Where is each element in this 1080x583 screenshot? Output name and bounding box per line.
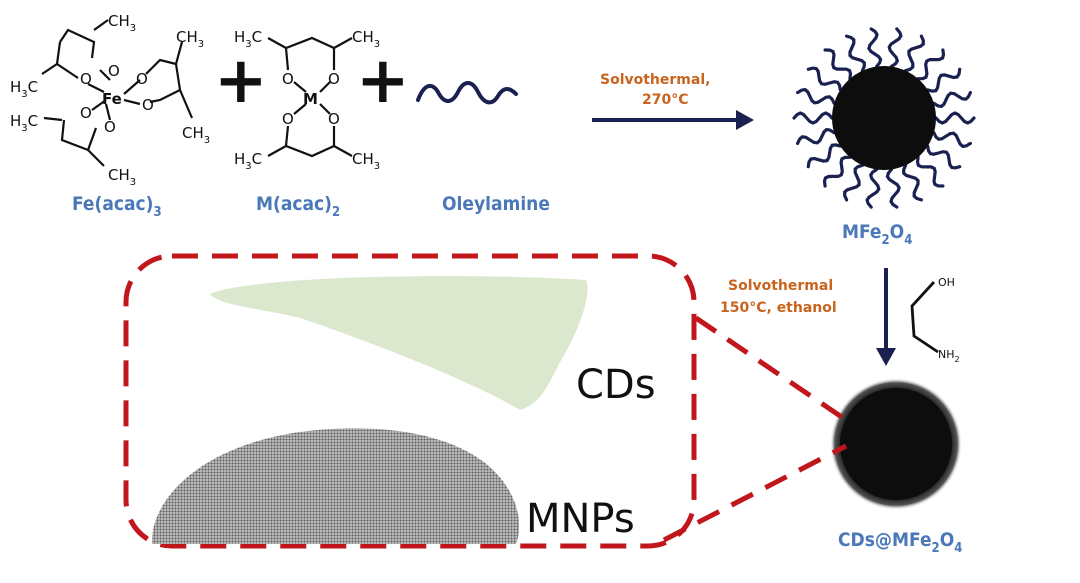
step2-condition-line1: Solvothermal <box>728 278 833 294</box>
fe-oxygen-6: O <box>104 118 116 136</box>
oleylamine-ligand <box>932 91 972 109</box>
fe-methyl-top: CH3 <box>108 12 136 34</box>
oleylamine-ligand <box>796 127 836 145</box>
m-oxygen-1: O <box>282 70 294 88</box>
oleylamine-chain-icon <box>416 81 518 105</box>
fe-methyl-bottom: CH3 <box>108 166 136 188</box>
oleylamine-ligand <box>934 111 976 125</box>
oleylamine-ligand <box>902 163 923 202</box>
m-acac2-caption: M(acac)2 <box>256 193 340 220</box>
mnps-label: MNPs <box>526 496 635 542</box>
oleylamine-ligand <box>904 34 925 73</box>
m-methyl-top-right: CH3 <box>352 28 380 50</box>
fe-methyl-left-top: H3C <box>10 78 38 100</box>
inset-dashed-frame <box>123 253 697 549</box>
oleylamine-ligand <box>916 48 946 81</box>
m-metal-center: M <box>303 90 318 108</box>
m-methyl-top-left: H3C <box>234 28 262 50</box>
oleylamine-ligand <box>932 131 972 149</box>
mfe2o4-particle <box>832 66 936 170</box>
oleylamine-ligand <box>806 143 842 169</box>
step1-arrow <box>592 110 754 130</box>
oleylamine-caption: Oleylamine <box>442 193 550 215</box>
fe-oxygen-3: O <box>136 70 148 88</box>
oleylamine-ligand <box>792 111 834 125</box>
oleylamine-ligand <box>823 48 853 81</box>
cds-mfe2o4-caption: CDs@MFe2O4 <box>838 529 962 556</box>
amino-alcohol-structure <box>910 281 939 354</box>
fe-methyl-right: CH3 <box>182 124 210 146</box>
cds-mfe2o4-core <box>840 388 952 500</box>
mfe2o4-caption: MFe2O4 <box>842 221 912 248</box>
inset-zoom-line-top <box>694 315 848 423</box>
fe-acac3-labels: CH3 H3C O O O O O O Fe CH3 H3C CH3 CH3 <box>10 12 210 188</box>
oleylamine-ligand <box>887 27 903 69</box>
m-acac2-structure <box>267 36 353 158</box>
oleylamine-ligand <box>845 34 866 73</box>
fe-oxygen-4: O <box>142 96 154 114</box>
fe-metal-center: Fe <box>102 90 122 108</box>
oleylamine-ligand <box>915 155 945 188</box>
mnp-core-region <box>151 428 520 544</box>
step1-condition-line2: 270°C <box>642 92 689 108</box>
m-acac2-labels: H3C CH3 O O M O O H3C CH3 <box>234 28 380 172</box>
fe-oxygen-1: O <box>108 62 120 80</box>
plus-sign-1: + <box>214 44 268 118</box>
cds-label: CDs <box>576 362 656 408</box>
m-oxygen-3: O <box>282 110 294 128</box>
mfe2o4-ligand-shell <box>792 27 976 209</box>
reagent-nh2-label: NH2 <box>938 348 960 364</box>
inset-zoom-line-bottom <box>662 443 848 543</box>
cds-shell-region <box>210 276 588 410</box>
oleylamine-ligand <box>926 144 962 170</box>
fe-oxygen-2: O <box>80 70 92 88</box>
oleylamine-ligand <box>865 167 881 209</box>
oleylamine-ligand <box>822 155 852 188</box>
step1-condition-line1: Solvothermal, <box>600 72 710 88</box>
m-methyl-bottom-right: CH3 <box>352 150 380 172</box>
reagent-oh-label: OH <box>938 276 955 289</box>
step2-arrow <box>876 268 896 366</box>
oleylamine-ligand <box>867 27 883 69</box>
step2-condition-line2: 150°C, ethanol <box>720 300 837 316</box>
fe-methyl-right-top: CH3 <box>176 28 204 50</box>
oleylamine-ligand <box>885 167 901 209</box>
fe-oxygen-5: O <box>80 104 92 122</box>
m-oxygen-2: O <box>328 70 340 88</box>
fe-acac3-caption: Fe(acac)3 <box>72 193 162 220</box>
m-methyl-bottom-left: H3C <box>234 150 262 172</box>
fe-methyl-left-bottom: H3C <box>10 112 38 134</box>
oleylamine-ligand <box>806 66 842 92</box>
plus-sign-2: + <box>356 44 410 118</box>
fe-acac3-structure <box>41 19 194 167</box>
oleylamine-ligand <box>796 87 836 105</box>
oleylamine-ligand <box>926 67 962 93</box>
oleylamine-ligand <box>843 163 864 202</box>
m-oxygen-4: O <box>328 110 340 128</box>
